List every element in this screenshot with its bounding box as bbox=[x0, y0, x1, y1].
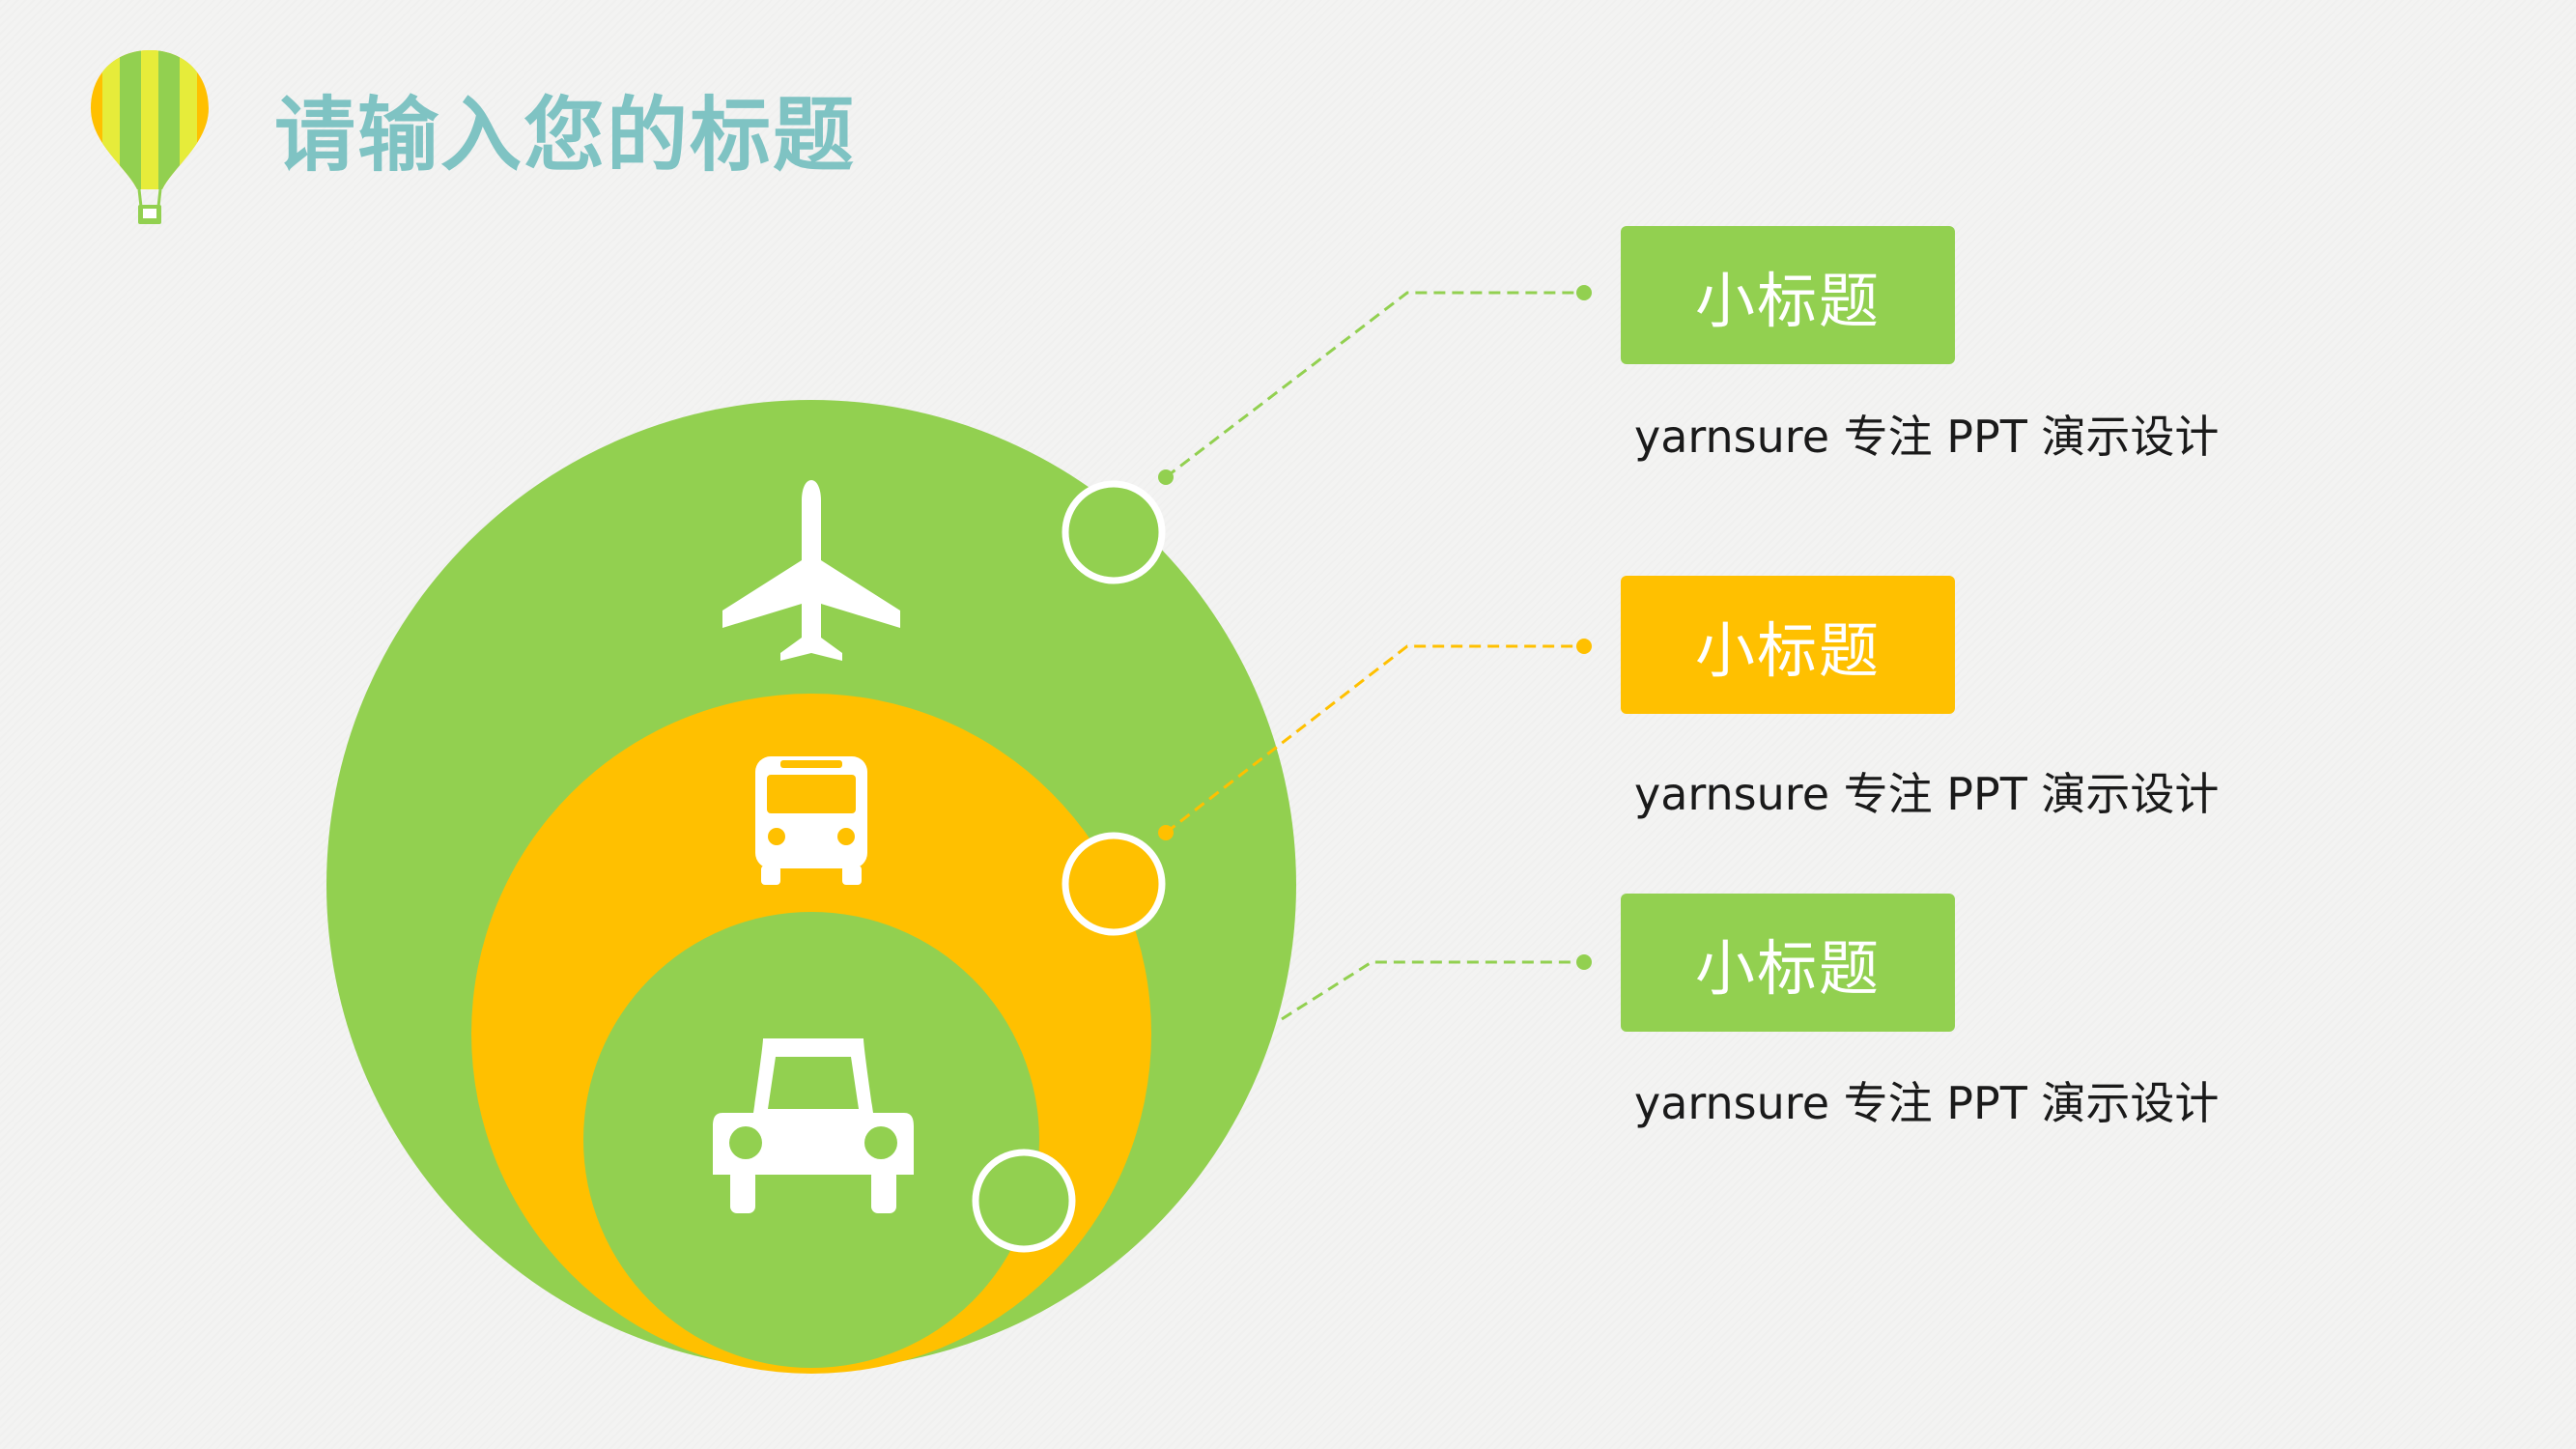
hot-air-balloon-icon bbox=[91, 50, 209, 224]
marker-circle-2 bbox=[1062, 832, 1166, 936]
subtitle-box-3: 小标题 bbox=[1621, 894, 1955, 1032]
subtitle-label-1: 小标题 bbox=[1694, 265, 1881, 336]
marker-circle-1 bbox=[1062, 480, 1166, 584]
subtitle-label-3: 小标题 bbox=[1694, 932, 1881, 1004]
connector-dot-1a bbox=[1158, 469, 1174, 485]
connector-line-3b bbox=[1281, 960, 1584, 1021]
connector-line-3 bbox=[1073, 1104, 1141, 1151]
subtitle-label-2: 小标题 bbox=[1694, 614, 1881, 686]
connector-dot-3b bbox=[1576, 954, 1592, 970]
airplane-icon bbox=[722, 480, 900, 661]
connector-dot-2b bbox=[1576, 639, 1592, 654]
marker-circle-3 bbox=[972, 1149, 1076, 1253]
description-1: yarnsure 专注 PPT 演示设计 bbox=[1634, 411, 2220, 463]
description-2: yarnsure 专注 PPT 演示设计 bbox=[1634, 768, 2220, 820]
page-title: 请输入您的标题 bbox=[274, 88, 857, 183]
description-3: yarnsure 专注 PPT 演示设计 bbox=[1634, 1077, 2220, 1129]
bus-icon bbox=[755, 756, 867, 885]
connector-dot-2a bbox=[1158, 825, 1174, 840]
connector-line-2 bbox=[1165, 644, 1584, 835]
subtitle-box-2: 小标题 bbox=[1621, 576, 1955, 714]
subtitle-box-1: 小标题 bbox=[1621, 226, 1955, 364]
connector-dot-3a bbox=[1066, 1142, 1082, 1157]
car-icon bbox=[713, 1038, 914, 1213]
connector-dot-1b bbox=[1576, 285, 1592, 300]
connector-line-1 bbox=[1165, 291, 1584, 479]
